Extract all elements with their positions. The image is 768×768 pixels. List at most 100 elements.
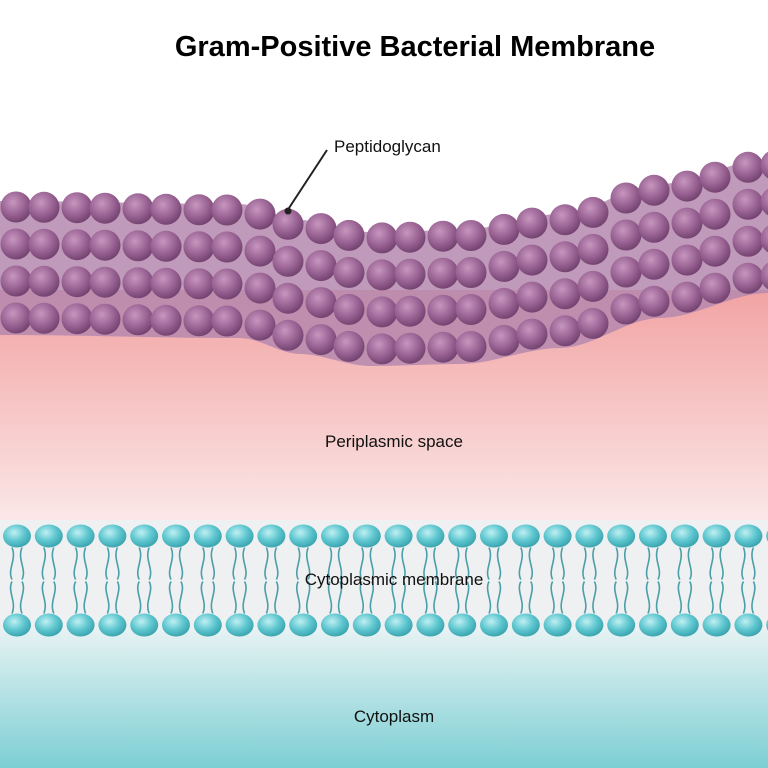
lipid-head xyxy=(384,613,413,637)
lipid-tail xyxy=(401,547,406,614)
peptidoglycan-pointer-line xyxy=(288,149,328,209)
lipid-tail xyxy=(486,547,492,614)
peptidoglycan-sphere xyxy=(244,272,276,304)
peptidoglycan-sphere xyxy=(272,319,304,351)
peptidoglycan-sphere xyxy=(333,330,365,362)
cytoplasm-label: Cytoplasm xyxy=(354,707,434,726)
lipid-tail xyxy=(19,547,25,614)
lipid-tail xyxy=(454,547,460,614)
peptidoglycan-sphere xyxy=(732,225,764,257)
peptidoglycan-sphere xyxy=(638,174,670,206)
peptidoglycan-sphere xyxy=(516,281,548,313)
lipid-head xyxy=(575,613,604,637)
lipid-tail xyxy=(687,547,693,614)
peptidoglycan-sphere xyxy=(183,231,215,263)
peptidoglycan-sphere xyxy=(516,318,548,350)
peptidoglycan-sphere xyxy=(760,225,768,253)
peptidoglycan-sphere xyxy=(577,233,609,265)
peptidoglycan-sphere xyxy=(394,332,426,364)
lipid-tail xyxy=(709,547,714,614)
peptidoglycan-sphere xyxy=(671,244,703,276)
peptidoglycan-sphere xyxy=(760,188,768,216)
peptidoglycan-sphere xyxy=(150,193,182,225)
peptidoglycan-sphere xyxy=(61,192,93,224)
peptidoglycan-sphere xyxy=(244,198,276,230)
lipid-head xyxy=(670,524,699,548)
lipid-tail xyxy=(178,547,184,614)
lipid-head xyxy=(607,524,636,548)
peptidoglycan-sphere xyxy=(0,228,32,260)
peptidoglycan-sphere xyxy=(28,228,60,260)
lipid-tail xyxy=(369,547,375,614)
lipid-tail xyxy=(232,547,237,614)
peptidoglycan-sphere xyxy=(28,265,60,297)
peptidoglycan-sphere xyxy=(549,315,581,347)
lipid-head xyxy=(480,524,508,548)
cytoplasmic-membrane-label: Cytoplasmic membrane xyxy=(305,570,484,589)
peptidoglycan-sphere xyxy=(366,296,398,328)
peptidoglycan-sphere xyxy=(610,256,642,288)
peptidoglycan-sphere xyxy=(122,193,154,225)
peptidoglycan-sphere xyxy=(488,324,520,356)
peptidoglycan-sphere xyxy=(61,229,93,261)
lipid-tail xyxy=(9,547,15,614)
peptidoglycan-sphere xyxy=(699,198,731,230)
lipid-tail xyxy=(741,547,746,614)
lipid-tail xyxy=(518,547,524,614)
peptidoglycan-sphere xyxy=(272,208,304,240)
peptidoglycan-sphere xyxy=(305,250,337,282)
peptidoglycan-sphere xyxy=(211,231,243,263)
peptidoglycan-sphere xyxy=(455,294,487,325)
peptidoglycan-sphere xyxy=(610,293,642,325)
lipid-head xyxy=(702,524,731,548)
peptidoglycan-pointer-dot xyxy=(284,207,292,215)
peptidoglycan-sphere xyxy=(671,207,703,239)
peptidoglycan-sphere xyxy=(516,207,548,239)
lipid-head xyxy=(734,524,763,548)
peptidoglycan-sphere xyxy=(671,281,703,313)
lipid-head xyxy=(639,524,667,548)
lipid-head xyxy=(289,524,318,548)
cytoplasm-region xyxy=(0,630,768,768)
peptidoglycan-sphere xyxy=(488,213,520,245)
lipid-head xyxy=(607,613,636,637)
peptidoglycan-sphere xyxy=(455,257,487,288)
lipid-head xyxy=(352,613,381,637)
peptidoglycan-sphere xyxy=(366,333,398,365)
peptidoglycan-sphere xyxy=(427,257,459,289)
lipid-head xyxy=(98,613,127,637)
lipid-tail xyxy=(115,547,120,614)
lipid-head xyxy=(448,524,477,548)
lipid-head xyxy=(384,524,413,548)
lipid-tail xyxy=(560,547,565,614)
peptidoglycan-sphere xyxy=(638,285,670,317)
lipid-head xyxy=(702,613,731,637)
lipid-tail xyxy=(327,547,333,614)
lipid-head xyxy=(416,613,445,637)
lipid-tail xyxy=(592,547,597,614)
peptidoglycan-sphere xyxy=(244,235,276,267)
lipid-head xyxy=(543,524,572,548)
peptidoglycan-sphere xyxy=(122,304,154,336)
lipid-head xyxy=(480,613,508,637)
lipid-bilayer xyxy=(3,524,768,637)
lipid-tail xyxy=(464,547,470,614)
lipid-tail xyxy=(136,547,142,614)
lipid-tail xyxy=(51,547,57,614)
peptidoglycan-sphere xyxy=(211,194,243,226)
peptidoglycan-sphere xyxy=(89,303,121,335)
lipid-tail xyxy=(168,547,174,614)
lipid-head xyxy=(130,613,159,637)
lipid-tail xyxy=(677,547,683,614)
lipid-tail xyxy=(391,547,396,614)
lipid-head xyxy=(225,613,254,637)
lipid-head xyxy=(416,524,445,548)
lipid-head xyxy=(257,524,286,548)
peptidoglycan-sphere xyxy=(305,324,337,356)
peptidoglycan-sphere xyxy=(244,309,276,341)
lipid-head xyxy=(98,524,127,548)
peptidoglycan-sphere xyxy=(549,241,581,273)
peptidoglycan-sphere xyxy=(577,307,609,339)
lipid-tail xyxy=(295,547,301,614)
lipid-head xyxy=(511,524,540,548)
